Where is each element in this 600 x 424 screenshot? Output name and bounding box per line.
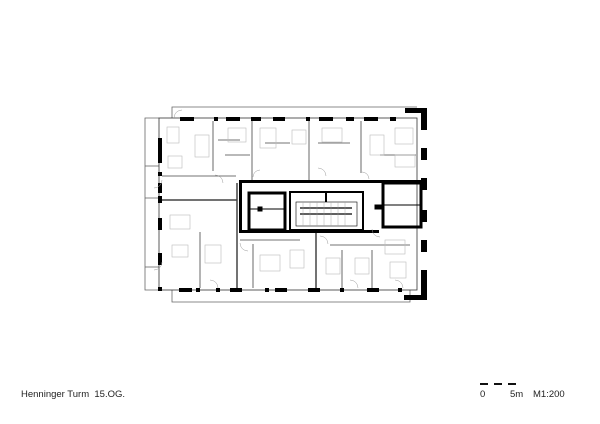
facade-outline	[158, 117, 418, 291]
drawing-caption: Henninger Turm 15.OG.	[21, 389, 126, 400]
furniture	[166, 126, 416, 279]
scale-start-label: 0	[480, 389, 486, 400]
core	[239, 180, 423, 233]
scale-bar-gap	[488, 383, 494, 385]
scale-bar-gap	[502, 383, 508, 385]
scale-bar-line	[480, 383, 516, 385]
balcony-outline	[144, 106, 417, 303]
partitions	[162, 121, 416, 288]
scale-end-label: 5m	[510, 389, 524, 400]
scale-bar: 0 5m M1:200	[480, 383, 580, 403]
door-swings	[153, 109, 404, 289]
scale-ratio-label: M1:200	[533, 389, 565, 400]
facade-piers	[158, 108, 427, 300]
